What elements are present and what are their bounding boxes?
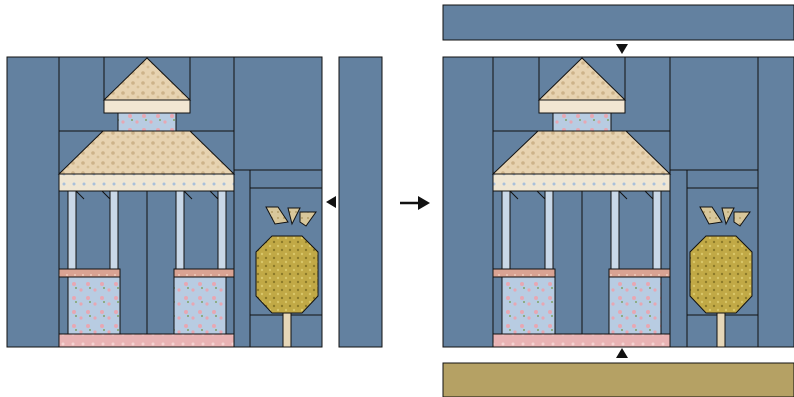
bottom-strip [443, 363, 794, 397]
tree-canopy [690, 236, 752, 313]
gazebo-column [110, 191, 118, 269]
gazebo-railing [609, 269, 670, 277]
cupola-trim [539, 100, 625, 113]
floral-panel [68, 277, 120, 334]
main-roof-trim [59, 174, 234, 191]
floral-panel [502, 277, 555, 334]
gazebo-base [493, 334, 670, 347]
gazebo-railing [174, 269, 234, 277]
gazebo-column [611, 191, 619, 269]
tree-trunk [717, 313, 725, 347]
up-arrow-icon [616, 348, 628, 358]
gazebo-railing [493, 269, 555, 277]
gazebo-column [653, 191, 661, 269]
left-arrow-icon [326, 196, 336, 208]
floral-panel [174, 277, 226, 334]
gazebo-base [59, 334, 234, 347]
gazebo-column [545, 191, 553, 269]
gazebo-column [176, 191, 184, 269]
gazebo-column [218, 191, 226, 269]
gazebo-column [502, 191, 510, 269]
gazebo-column [68, 191, 76, 269]
main-roof-trim [493, 174, 670, 191]
tree-canopy [256, 236, 318, 313]
process-arrow [400, 196, 430, 210]
right-gazebo-block [443, 57, 794, 347]
cupola-window [553, 113, 611, 131]
side-strip [339, 57, 382, 347]
tree-trunk [283, 313, 291, 347]
top-strip [443, 5, 794, 40]
cupola-trim [104, 100, 190, 113]
cupola-window [118, 113, 176, 131]
right-arrow-icon [418, 196, 430, 210]
floral-panel [609, 277, 661, 334]
down-arrow-icon [616, 44, 628, 54]
left-gazebo-block [7, 57, 322, 347]
gazebo-railing [59, 269, 120, 277]
